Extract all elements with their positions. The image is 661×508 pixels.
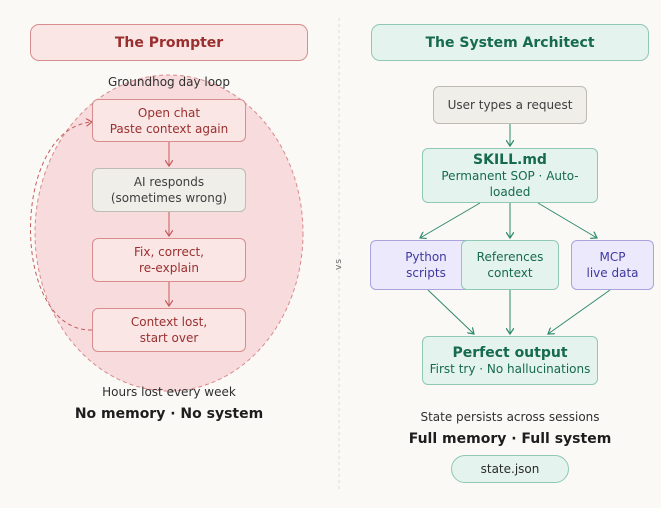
arrow-skill-mcp [537, 202, 597, 238]
step-line: Open chat [137, 105, 201, 120]
prompter-header: The Prompter [30, 24, 308, 61]
architect-title: The System Architect [425, 34, 595, 51]
tool-line: Python [405, 250, 447, 264]
step-line: re-explain [139, 261, 199, 275]
right-footer-note: State persists across sessions [420, 410, 600, 424]
step-ai-responds: AI responds (sometimes wrong) [92, 168, 246, 212]
architect-header: The System Architect [371, 24, 649, 61]
step-line: Paste context again [109, 121, 229, 136]
arrow-python-output [427, 289, 474, 334]
vs-label: vs [334, 258, 344, 271]
loop-label: Groundhog day loop [107, 75, 231, 89]
step-line: start over [139, 331, 199, 345]
state-json-badge: state.json [451, 455, 569, 483]
step-line: AI responds [133, 175, 205, 189]
step-line: Fix, correct, [134, 245, 204, 259]
output-subtitle: First try · No hallucinations [429, 361, 591, 376]
tool-line: scripts [406, 266, 446, 280]
state-json-label: state.json [480, 462, 540, 476]
step-line: Context lost, [130, 315, 208, 329]
step-fix-correct: Fix, correct, re-explain [92, 238, 246, 282]
tool-line: context [487, 266, 533, 280]
loop-back-arrow [30, 122, 93, 331]
tool-line: MCP [599, 250, 626, 264]
right-footer-summary: Full memory · Full system [408, 431, 612, 447]
skill-subtitle: Permanent SOP · Auto-loaded [441, 168, 579, 199]
user-request-node: User types a request [433, 86, 587, 124]
arrow-skill-python [420, 202, 481, 238]
left-footer-summary: No memory · No system [74, 406, 264, 422]
prompter-title: The Prompter [114, 34, 224, 51]
arrow-mcp-output [548, 289, 611, 334]
left-footer-note: Hours lost every week [102, 385, 236, 399]
skill-title: SKILL.md [473, 151, 547, 168]
output-title: Perfect output [452, 344, 568, 361]
tool-line: live data [586, 266, 639, 280]
step-line: (sometimes wrong) [110, 191, 228, 205]
request-text: User types a request [447, 98, 573, 112]
output-node: Perfect output First try · No hallucinat… [422, 336, 598, 385]
step-context-lost: Context lost, start over [92, 308, 246, 352]
step-open-chat: Open chat Paste context again [92, 99, 246, 142]
skill-node: SKILL.md Permanent SOP · Auto-loaded [422, 148, 598, 203]
tool-line: References [476, 250, 544, 264]
tool-references: References context [461, 240, 559, 290]
tool-mcp: MCP live data [571, 240, 654, 290]
